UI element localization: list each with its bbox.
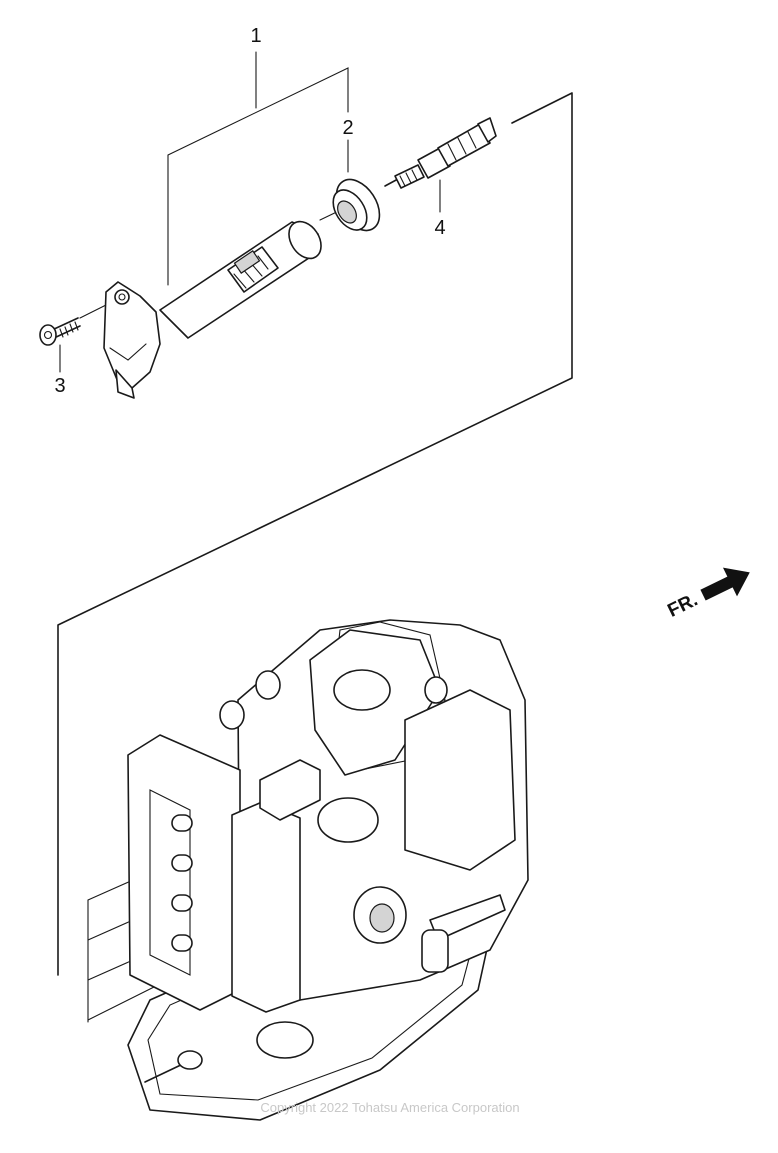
coil-bolt [39, 317, 81, 346]
front-arrow-icon [700, 567, 750, 601]
callout-number-4: 4 [434, 217, 445, 239]
callout-numbers: 1 2 3 4 [54, 25, 445, 397]
spark-plug [384, 117, 497, 189]
front-direction-label: FR. [664, 589, 701, 621]
copyright-watermark: Copyright 2022 Tohatsu America Corporati… [260, 1100, 519, 1115]
coil-seal [332, 178, 381, 232]
callout-number-1: 1 [250, 25, 261, 47]
front-direction-indicator: FR. [664, 567, 750, 622]
callout-number-2: 2 [342, 117, 353, 139]
callout-number-3: 3 [54, 375, 65, 397]
ignition-coil [103, 220, 322, 399]
engine-assembly [127, 619, 529, 1121]
